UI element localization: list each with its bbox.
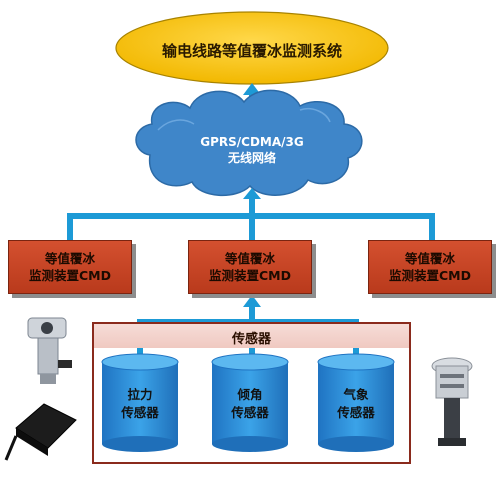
cylinder-tilt [211, 353, 289, 452]
sensor-tilt-line2: 传感器 [231, 405, 269, 420]
cmd-unit-center-line1: 等值覆冰 [224, 251, 275, 266]
network-cloud [135, 89, 363, 197]
cmd-unit-left: 等值覆冰 监测装置CMD [8, 240, 132, 294]
network-label-line1: GPRS/CDMA/3G [200, 135, 304, 149]
sensor-group-frame [92, 322, 411, 464]
sensor-tilt-line1: 倾角 [237, 387, 263, 402]
sensor-group-title: 传感器 [231, 332, 271, 347]
sensor-tension-line1: 拉力 [127, 387, 153, 402]
weather-sensor-device-image [431, 357, 473, 446]
cmd-unit-left-line2: 监测装置CMD [29, 268, 111, 283]
sensor-group-header [94, 324, 409, 348]
system-title: 输电线路等值覆冰监测系统 [161, 42, 342, 60]
cmd-unit-right-line2: 监测装置CMD [389, 268, 471, 283]
sensor-weather-line1: 气象 [343, 387, 369, 402]
cylinder-tension [101, 353, 179, 452]
cmd-unit-right: 等值覆冰 监测装置CMD [368, 240, 492, 294]
tension-sensor-device-image [27, 317, 72, 384]
network-label-line2: 无线网络 [227, 151, 276, 165]
cylinder-weather [317, 353, 395, 452]
cmd-bus [67, 213, 435, 240]
tilt-sensor-device-image [4, 403, 77, 461]
sensor-tilt-label: 倾角 传感器 [212, 386, 288, 422]
cmd-unit-center-line2: 监测装置CMD [209, 268, 291, 283]
sensor-weather-line2: 传感器 [337, 405, 375, 420]
sensor-weather-label: 气象 传感器 [318, 386, 394, 422]
sensor-tension-label: 拉力 传感器 [102, 386, 178, 422]
sensor-tension-line2: 传感器 [121, 405, 159, 420]
cmd-unit-left-line1: 等值覆冰 [44, 251, 95, 266]
cmd-unit-right-line1: 等值覆冰 [404, 251, 455, 266]
cmd-unit-center: 等值覆冰 监测装置CMD [188, 240, 312, 294]
arrow-sensors-to-cmd [243, 295, 261, 322]
